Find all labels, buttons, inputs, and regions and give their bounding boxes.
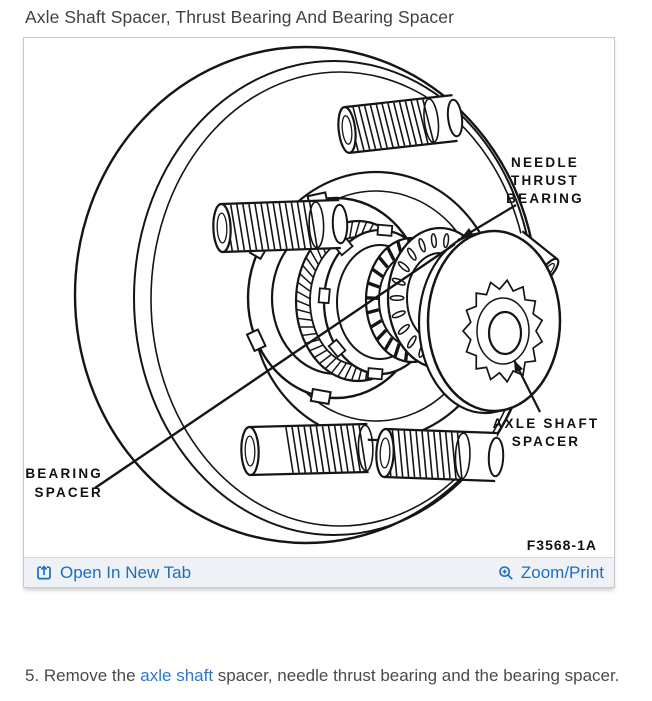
open-in-new-tab-link[interactable]: Open In New Tab [36, 564, 191, 581]
label-bearing-spacer: BEARING [25, 466, 103, 481]
zoom-in-magnifier-icon [498, 565, 514, 581]
figure-panel: NEEDLE THRUST BEARING AXLE SHAFT SPACER … [23, 37, 615, 588]
step-caption: 5. Remove the axle shaft spacer, needle … [25, 666, 619, 686]
caption-text: spacer, needle thrust bearing and the be… [213, 666, 620, 685]
label-needle-thrust-bearing: NEEDLE [511, 155, 579, 170]
label-needle-thrust-bearing: BEARING [506, 191, 584, 206]
caption-text: 5. Remove the [25, 666, 141, 685]
label-needle-thrust-bearing: THRUST [511, 173, 579, 188]
label-axle-shaft-spacer: SPACER [512, 434, 580, 449]
figure-artwork [73, 45, 562, 545]
label-bearing-spacer: SPACER [35, 485, 103, 500]
label-axle-shaft-spacer: AXLE SHAFT [493, 416, 600, 431]
axle-hub-diagram: NEEDLE THRUST BEARING AXLE SHAFT SPACER … [25, 45, 600, 553]
open-in-new-tab-icon [36, 564, 53, 581]
zoom-print-link[interactable]: Zoom/Print [498, 564, 604, 581]
figure-toolbar: Open In New Tab Zoom/Print [24, 557, 614, 587]
figure-code: F3568-1A [527, 537, 597, 553]
figure-canvas: NEEDLE THRUST BEARING AXLE SHAFT SPACER … [24, 38, 614, 557]
axle-shaft-link[interactable]: axle shaft [140, 666, 214, 685]
open-in-new-tab-label: Open In New Tab [60, 563, 192, 582]
zoom-print-label: Zoom/Print [520, 563, 604, 582]
page-title: Axle Shaft Spacer, Thrust Bearing And Be… [25, 7, 455, 27]
